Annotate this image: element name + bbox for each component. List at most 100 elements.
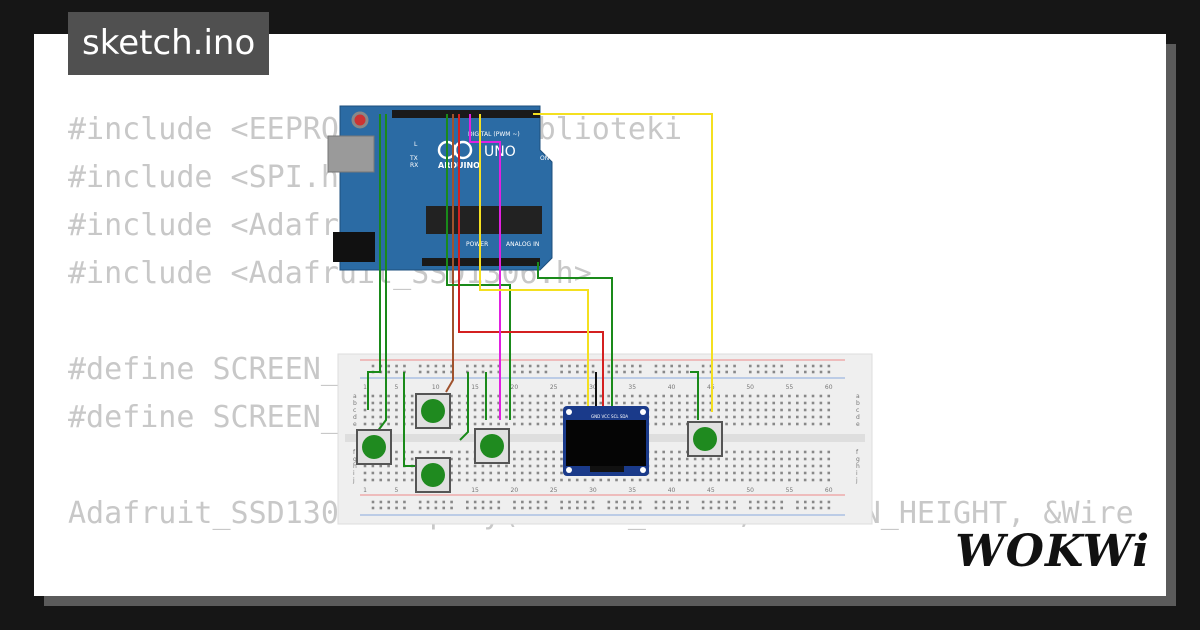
- breadboard-hole: [528, 394, 532, 398]
- breadboard-hole: [827, 401, 831, 405]
- breadboard-rail-hole: [654, 506, 658, 510]
- breadboard-rail-hole: [489, 370, 493, 374]
- breadboard-hole: [497, 464, 500, 468]
- breadboard-rail-hole: [780, 500, 784, 504]
- breadboard-hole: [387, 394, 390, 398]
- breadboard-hole: [756, 408, 760, 412]
- breadboard-hole: [788, 394, 791, 398]
- breadboard-hole: [756, 422, 760, 426]
- breadboard-rail-hole: [528, 370, 532, 374]
- breadboard-hole: [615, 401, 618, 405]
- breadboard-hole: [552, 457, 555, 461]
- breadboard-rail-hole: [733, 506, 736, 510]
- breadboard-rail-hole: [576, 500, 579, 504]
- breadboard-hole: [379, 422, 383, 426]
- breadboard-rail-hole: [631, 364, 634, 368]
- breadboard-hole: [740, 450, 744, 454]
- breadboard-rail-hole: [796, 370, 799, 374]
- breadboard-rail-hole: [426, 506, 430, 510]
- pushbutton-up[interactable]: [415, 393, 451, 429]
- breadboard-hole: [725, 394, 728, 398]
- breadboard-rail-hole: [756, 506, 760, 510]
- breadboard-hole: [520, 394, 524, 398]
- breadboard-hole: [764, 478, 768, 482]
- breadboard-hole: [756, 464, 760, 468]
- breadboard-hole: [780, 471, 783, 475]
- breadboard-rail-hole: [811, 506, 815, 510]
- breadboard-hole: [646, 401, 650, 405]
- breadboard-rail-hole: [481, 500, 485, 504]
- breadboard-hole: [387, 471, 390, 475]
- breadboard-hole: [481, 415, 485, 419]
- breadboard-hole: [827, 394, 831, 398]
- breadboard-rail-hole: [764, 364, 768, 368]
- breadboard-hole: [575, 394, 579, 398]
- breadboard-rail-hole: [725, 364, 728, 368]
- breadboard-rail-hole: [513, 370, 516, 374]
- breadboard-hole: [560, 471, 563, 475]
- breadboard-hole: [599, 394, 603, 398]
- breadboard-rail-hole: [418, 500, 422, 504]
- pushbutton-down[interactable]: [415, 457, 451, 493]
- breadboard-hole: [575, 401, 579, 405]
- breadboard-rail-hole: [568, 500, 571, 504]
- breadboard-hole: [513, 422, 516, 426]
- reset-button[interactable]: [351, 111, 369, 129]
- breadboard-rail-hole: [434, 506, 438, 510]
- breadboard-rail-hole: [662, 370, 666, 374]
- breadboard-hole: [552, 415, 555, 419]
- breadboard-hole: [607, 401, 610, 405]
- breadboard-hole: [536, 471, 540, 475]
- breadboard-hole: [819, 394, 823, 398]
- pushbutton-right[interactable]: [474, 428, 510, 464]
- breadboard-hole: [591, 478, 595, 482]
- breadboard-rail-hole: [623, 500, 626, 504]
- breadboard-rail-hole: [418, 370, 422, 374]
- breadboard-hole: [481, 401, 485, 405]
- breadboard-hole: [796, 415, 799, 419]
- breadboard-hole: [748, 478, 752, 482]
- breadboard-hole: [505, 422, 508, 426]
- breadboard-hole: [819, 450, 823, 454]
- breadboard-rail-hole: [473, 506, 477, 510]
- breadboard-rail-hole: [426, 364, 430, 368]
- breadboard-rail-hole: [442, 364, 446, 368]
- breadboard-rail-hole: [434, 364, 438, 368]
- breadboard-hole: [803, 408, 807, 412]
- breadboard-hole: [371, 471, 375, 475]
- breadboard-rail-hole: [513, 364, 516, 368]
- breadboard-hole: [623, 401, 626, 405]
- breadboard-hole: [740, 478, 744, 482]
- breadboard-hole: [591, 394, 595, 398]
- breadboard-rail-hole: [395, 506, 398, 510]
- breadboard-hole: [560, 457, 563, 461]
- breadboard-hole: [450, 422, 453, 426]
- breadboard-hole: [693, 408, 697, 412]
- breadboard-hole: [748, 408, 752, 412]
- breadboard-rail-hole: [756, 364, 760, 368]
- breadboard-hole: [780, 422, 783, 426]
- breadboard-hole: [756, 415, 760, 419]
- breadboard-hole: [693, 464, 697, 468]
- breadboard-hole: [630, 478, 634, 482]
- breadboard-hole: [646, 394, 650, 398]
- breadboard-hole: [662, 415, 665, 419]
- breadboard-rail-hole: [560, 500, 563, 504]
- pushbutton-select[interactable]: [687, 421, 723, 457]
- breadboard-rail-hole: [811, 370, 815, 374]
- breadboard-hole: [827, 450, 831, 454]
- breadboard-rail-hole: [536, 506, 540, 510]
- breadboard-rail-hole: [827, 506, 831, 510]
- breadboard-hole: [410, 457, 414, 461]
- breadboard-hole: [489, 394, 493, 398]
- breadboard-hole: [678, 415, 681, 419]
- breadboard-hole: [497, 478, 500, 482]
- breadboard-hole: [811, 408, 815, 412]
- breadboard-hole: [717, 478, 720, 482]
- breadboard-row-letter: e: [353, 421, 357, 428]
- breadboard-hole: [733, 471, 736, 475]
- pushbutton-left[interactable]: [356, 429, 392, 465]
- breadboard-rail-hole: [686, 506, 689, 510]
- breadboard-hole: [748, 401, 752, 405]
- wire-green: [367, 114, 381, 410]
